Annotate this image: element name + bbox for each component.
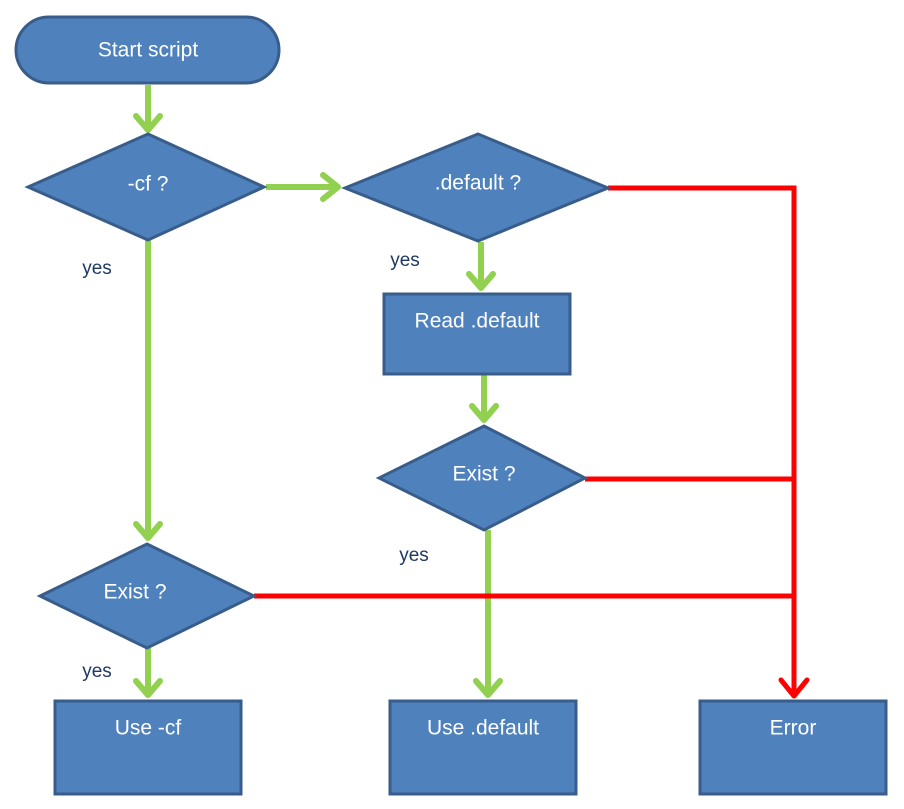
default-exist-decision: Exist ?	[375, 424, 589, 532]
yes-connectors	[133, 85, 503, 698]
default-decision-label: .default ?	[435, 172, 521, 195]
cf-exist-yes-label: yes	[82, 661, 112, 682]
read-default-process: Read .default	[382, 292, 572, 376]
cf-yes-label: yes	[82, 258, 112, 279]
default-yes-label: yes	[390, 250, 420, 271]
arrowhead-cf-to-cf-exist	[133, 521, 163, 541]
cf-decision: -cf ?	[24, 132, 268, 242]
error-connectors	[254, 185, 810, 699]
cf-exist-diamond	[36, 542, 258, 650]
arrowhead-cf-to-default	[320, 172, 341, 202]
arrowhead-exist-to-use-default	[473, 678, 503, 698]
start-terminator	[14, 15, 281, 85]
arrowhead-read-to-exist	[469, 403, 499, 423]
error-process: Error	[698, 699, 888, 796]
error-box	[698, 699, 888, 796]
cf-exist-label: Exist ?	[103, 581, 166, 604]
default-decision-diamond	[340, 132, 612, 243]
default-decision: .default ?	[340, 132, 612, 243]
default-exist-label: Exist ?	[452, 463, 515, 486]
start-node: Start script	[14, 15, 281, 85]
error-label: Error	[770, 717, 817, 740]
use-cf-label: Use -cf	[115, 717, 182, 740]
cf-decision-diamond	[24, 132, 268, 242]
read-default-box	[382, 292, 572, 376]
start-label: Start script	[98, 39, 199, 62]
cf-exist-decision: Exist ?	[36, 542, 258, 650]
use-default-label: Use .default	[427, 717, 539, 740]
arrowhead-start-to-cf	[133, 113, 163, 133]
use-default-process: Use .default	[388, 699, 578, 796]
read-default-label: Read .default	[415, 310, 540, 333]
default-exist-diamond	[375, 424, 589, 532]
connector-default-to-error	[608, 185, 797, 693]
use-cf-process: Use -cf	[53, 699, 243, 796]
arrowhead-to-error	[778, 677, 810, 699]
use-default-box	[388, 699, 578, 796]
arrowhead-cf-exist-to-use-cf	[133, 678, 163, 698]
cf-decision-label: -cf ?	[128, 173, 169, 196]
arrowhead-default-to-read	[466, 271, 496, 291]
use-cf-box	[53, 699, 243, 796]
default-exist-yes-label: yes	[399, 545, 429, 566]
